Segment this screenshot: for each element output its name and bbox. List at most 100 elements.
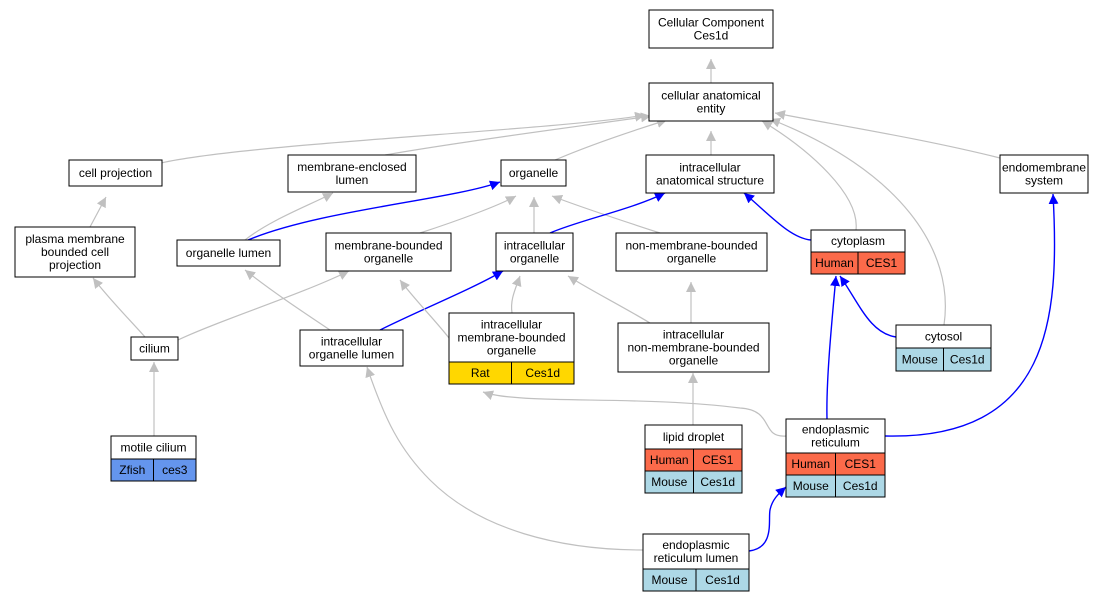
annotation-gene-label: CES1 xyxy=(845,457,877,471)
node-label-line: organelle xyxy=(667,252,717,266)
annotation-gene-label: ces3 xyxy=(162,463,188,477)
annotation-gene-label: CES1 xyxy=(866,256,898,270)
annotation-species-label: Mouse xyxy=(793,479,829,493)
edge-intracellular-membrane-bounded-organelle-to-intracellular-organelle xyxy=(510,275,522,314)
edge-organelle-lumen-to-organelle xyxy=(247,180,501,241)
node-label-line: plasma membrane xyxy=(25,232,125,246)
node-label-line: cilium xyxy=(139,342,170,356)
node-label-line: endoplasmic xyxy=(662,538,729,552)
edge-endoplasmic-reticulum-lumen-to-intracellular-organelle-lumen xyxy=(365,366,644,551)
node-label-line: motile cilium xyxy=(120,441,186,455)
node-label-line: cellular anatomical xyxy=(661,89,760,103)
annotation-gene-label: Ces1d xyxy=(843,479,878,493)
node-box xyxy=(130,336,179,361)
node-box xyxy=(642,533,750,570)
node-box xyxy=(645,154,775,194)
annotation-species-label: Human xyxy=(815,256,854,270)
edges-layer xyxy=(89,59,1059,552)
annotation-species-label: Mouse xyxy=(651,475,687,489)
node-box xyxy=(299,329,404,367)
annotation-cell-gene xyxy=(693,470,743,494)
node-box xyxy=(785,418,886,454)
edge-intracellular-organelle-to-intracellular-anatomical-structure xyxy=(549,192,666,234)
annotation-species-label: Mouse xyxy=(651,573,687,587)
annotation-species-label: Rat xyxy=(471,366,490,380)
node-box xyxy=(615,232,768,272)
edge-cytoplasm-to-cellular-anatomical-entity xyxy=(761,120,857,231)
node-intracellular-non-membrane-bounded-organelle[interactable]: intracellularnon-membrane-boundedorganel… xyxy=(617,322,770,373)
annotation-cell-gene xyxy=(695,568,750,592)
annotation-gene-label: Ces1d xyxy=(705,573,740,587)
node-label-line: reticulum lumen xyxy=(654,551,739,565)
node-label-line: intracellular xyxy=(504,239,565,253)
node-label-line: membrane-bounded xyxy=(457,331,565,345)
node-box xyxy=(68,159,163,187)
edge-cilium-to-membrane-bounded-organelle xyxy=(177,270,350,341)
node-label-line: organelle xyxy=(487,344,537,358)
edge-organelle-lumen-to-membrane-enclosed-lumen xyxy=(244,192,334,241)
node-label-line: membrane-enclosed xyxy=(297,160,406,174)
node-box xyxy=(500,159,567,187)
edge-cell-projection-to-cellular-anatomical-entity xyxy=(160,111,646,164)
annotation-species-label: Mouse xyxy=(902,353,938,367)
edge-intracellular-organelle-lumen-to-organelle-lumen xyxy=(244,269,331,331)
node-box xyxy=(999,154,1089,194)
node-box xyxy=(644,424,743,450)
annotation-species-label: Human xyxy=(650,453,689,467)
node-label-line: cytosol xyxy=(925,330,962,344)
node-label-line: membrane-bounded xyxy=(334,239,442,253)
annotation-cell-gene xyxy=(511,361,575,385)
node-label-line: intracellular xyxy=(481,318,542,332)
node-cilium[interactable]: cilium xyxy=(130,336,179,361)
edge-cytosol-to-cellular-anatomical-entity xyxy=(769,118,946,326)
node-label-line: intracellular xyxy=(321,335,382,349)
node-label-line: endomembrane xyxy=(1002,161,1086,175)
node-label-line: system xyxy=(1025,174,1063,188)
node-label-line: bounded cell xyxy=(41,245,109,259)
node-box xyxy=(176,239,281,267)
node-box xyxy=(287,154,417,193)
annotation-gene-label: Ces1d xyxy=(700,475,735,489)
node-organelle-lumen[interactable]: organelle lumen xyxy=(176,239,281,267)
annotation-cell-gene xyxy=(835,474,886,498)
edge-intracellular-organelle-lumen-to-intracellular-organelle xyxy=(379,270,504,331)
edge-plasma-membrane-bounded-cell-projection-to-cell-projection xyxy=(89,196,107,228)
edge-membrane-bounded-organelle-to-organelle xyxy=(419,195,517,234)
node-cell-projection[interactable]: cell projection xyxy=(68,159,163,187)
edge-intracellular-membrane-bounded-organelle-to-membrane-bounded-organelle xyxy=(399,279,450,339)
edge-endoplasmic-reticulum-to-cytoplasm xyxy=(826,275,841,420)
node-label-line: Ces1d xyxy=(694,29,729,43)
annotation-species-label: Human xyxy=(791,457,830,471)
node-box xyxy=(617,322,770,373)
node-intracellular-membrane-bounded-organelle[interactable]: intracellularmembrane-boundedorganelleRa… xyxy=(448,312,575,385)
node-label-line: organelle xyxy=(510,252,560,266)
node-label-line: organelle xyxy=(509,166,559,180)
edge-intracellular-non-membrane-bounded-organelle-to-intracellular-organelle xyxy=(567,275,651,324)
node-label-line: entity xyxy=(697,102,726,116)
node-box xyxy=(448,312,575,363)
edge-cytoplasm-to-intracellular-anatomical-structure xyxy=(743,192,812,241)
node-label-line: intracellular xyxy=(663,328,724,342)
node-box xyxy=(648,9,774,49)
edge-endoplasmic-reticulum-lumen-to-endoplasmic-reticulum xyxy=(748,486,787,552)
node-label-line: intracellular xyxy=(679,161,740,175)
node-organelle[interactable]: organelle xyxy=(500,159,567,187)
node-label-line: organelle xyxy=(669,354,719,368)
